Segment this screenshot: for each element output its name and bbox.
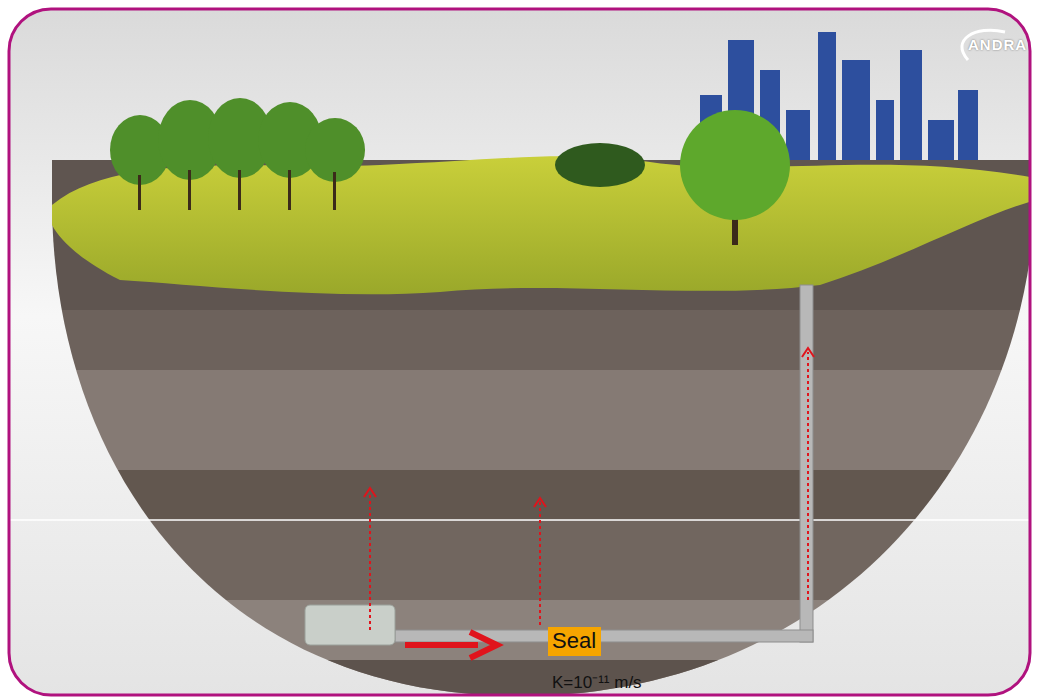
gallery (395, 630, 813, 642)
tree-trunks (138, 170, 336, 210)
logo-text: ANDRA (968, 37, 1027, 54)
seal-label: Seal (552, 628, 597, 654)
forest (110, 98, 365, 185)
horizon-line (9, 519, 1030, 521)
bushes (555, 143, 645, 187)
sky (9, 9, 1030, 695)
shaft (800, 285, 813, 642)
frame (9, 9, 1030, 695)
tree-crown (680, 110, 790, 220)
seal-tag: Seal (548, 627, 601, 656)
flow-arrows (364, 348, 814, 658)
waste-package (305, 605, 395, 645)
permeability-value: K=10⁻¹¹ m/s (552, 674, 642, 693)
